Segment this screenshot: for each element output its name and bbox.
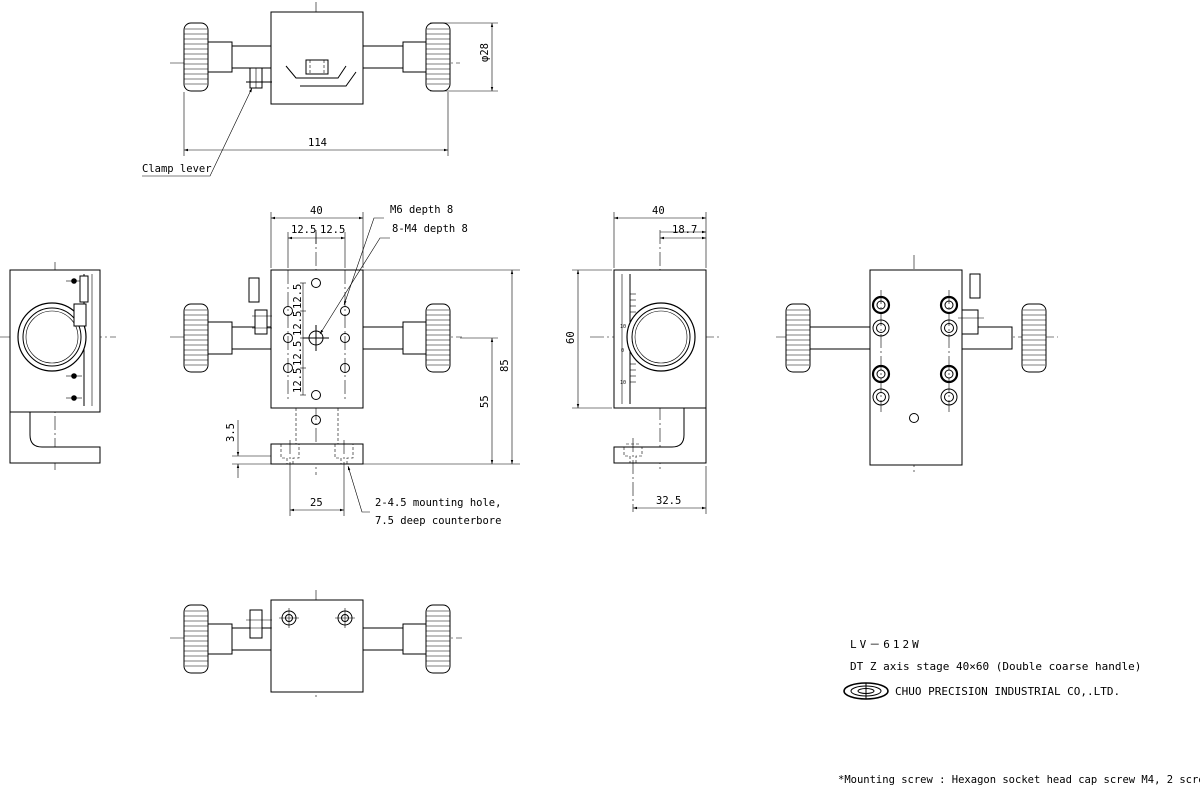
dim-side-height: 60	[565, 331, 577, 344]
label-m4-depth: 8-M4 depth 8	[392, 223, 468, 235]
dim-vpitch-3: 12.5	[292, 341, 304, 366]
model-number: LV－612W	[850, 638, 922, 651]
dim-vpitch-4: 12.5	[292, 368, 304, 393]
dim-front-width: 40	[310, 205, 323, 217]
title-block: LV－612W DT Z axis stage 40×60 (Double co…	[843, 638, 1141, 700]
dim-side-187: 18.7	[672, 224, 697, 236]
dim-top-width: 114	[308, 137, 327, 149]
label-mounting-hole-2: 7.5 deep counterbore	[375, 515, 501, 527]
dim-vpitch-2: 12.5	[292, 311, 304, 336]
left-side-view	[0, 262, 116, 470]
dim-base-35: 3.5	[225, 423, 237, 442]
dim-height-85: 85	[499, 359, 511, 372]
scale-tick-top: 10	[620, 324, 626, 330]
scale-tick-mid: 0	[621, 348, 624, 354]
dim-height-55: 55	[479, 395, 491, 408]
company-name: CHUO PRECISION INDUSTRIAL CO,.LTD.	[895, 685, 1120, 698]
dim-pitch-right: 12.5	[320, 224, 345, 236]
label-m6-depth: M6 depth 8	[390, 204, 453, 216]
label-clamp-lever: Clamp lever	[142, 163, 212, 175]
scale-tick-bottom: 10	[620, 380, 626, 386]
dim-side-width: 40	[652, 205, 665, 217]
rear-view	[776, 255, 1058, 472]
front-view: 40 12.5 12.5 12.5 12.5 12.5 12.5 M6 dept…	[170, 204, 520, 527]
bottom-view	[170, 590, 462, 700]
dim-pitch-left: 12.5	[291, 224, 316, 236]
top-view: φ28 114 Clamp lever	[142, 2, 498, 177]
dim-base-25: 25	[310, 497, 323, 509]
dim-side-325: 32.5	[656, 495, 681, 507]
model-description: DT Z axis stage 40×60 (Double coarse han…	[850, 660, 1141, 673]
right-side-view: 10 0 10 40 18.7 60 32.5	[565, 205, 720, 514]
dim-top-dia: φ28	[479, 43, 491, 62]
footnote: *Mounting screw : Hexagon socket head ca…	[838, 774, 1200, 786]
label-mounting-hole-1: 2-4.5 mounting hole,	[375, 497, 501, 509]
dim-vpitch-1: 12.5	[292, 284, 304, 309]
company-logo	[843, 682, 889, 700]
